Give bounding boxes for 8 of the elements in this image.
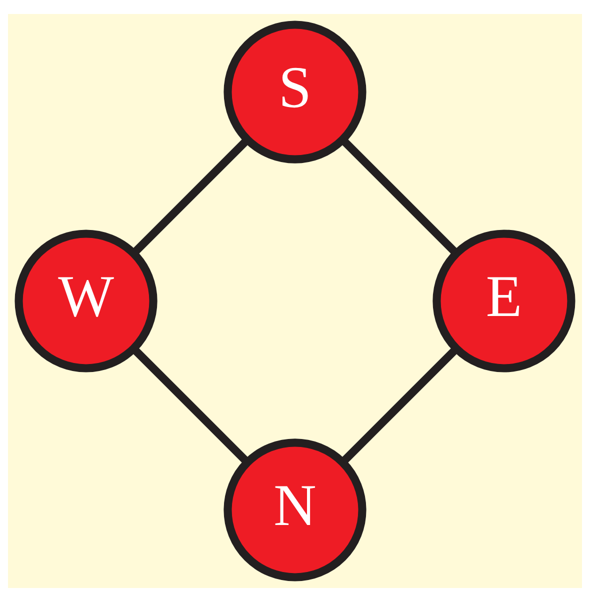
node-circle: S bbox=[224, 20, 366, 163]
node-circle: N bbox=[224, 438, 366, 581]
connector bbox=[340, 346, 459, 464]
connector bbox=[131, 346, 250, 464]
connector bbox=[340, 136, 458, 255]
connector bbox=[132, 136, 250, 255]
node-circle: W bbox=[14, 229, 158, 372]
node-circle: E bbox=[432, 229, 576, 372]
